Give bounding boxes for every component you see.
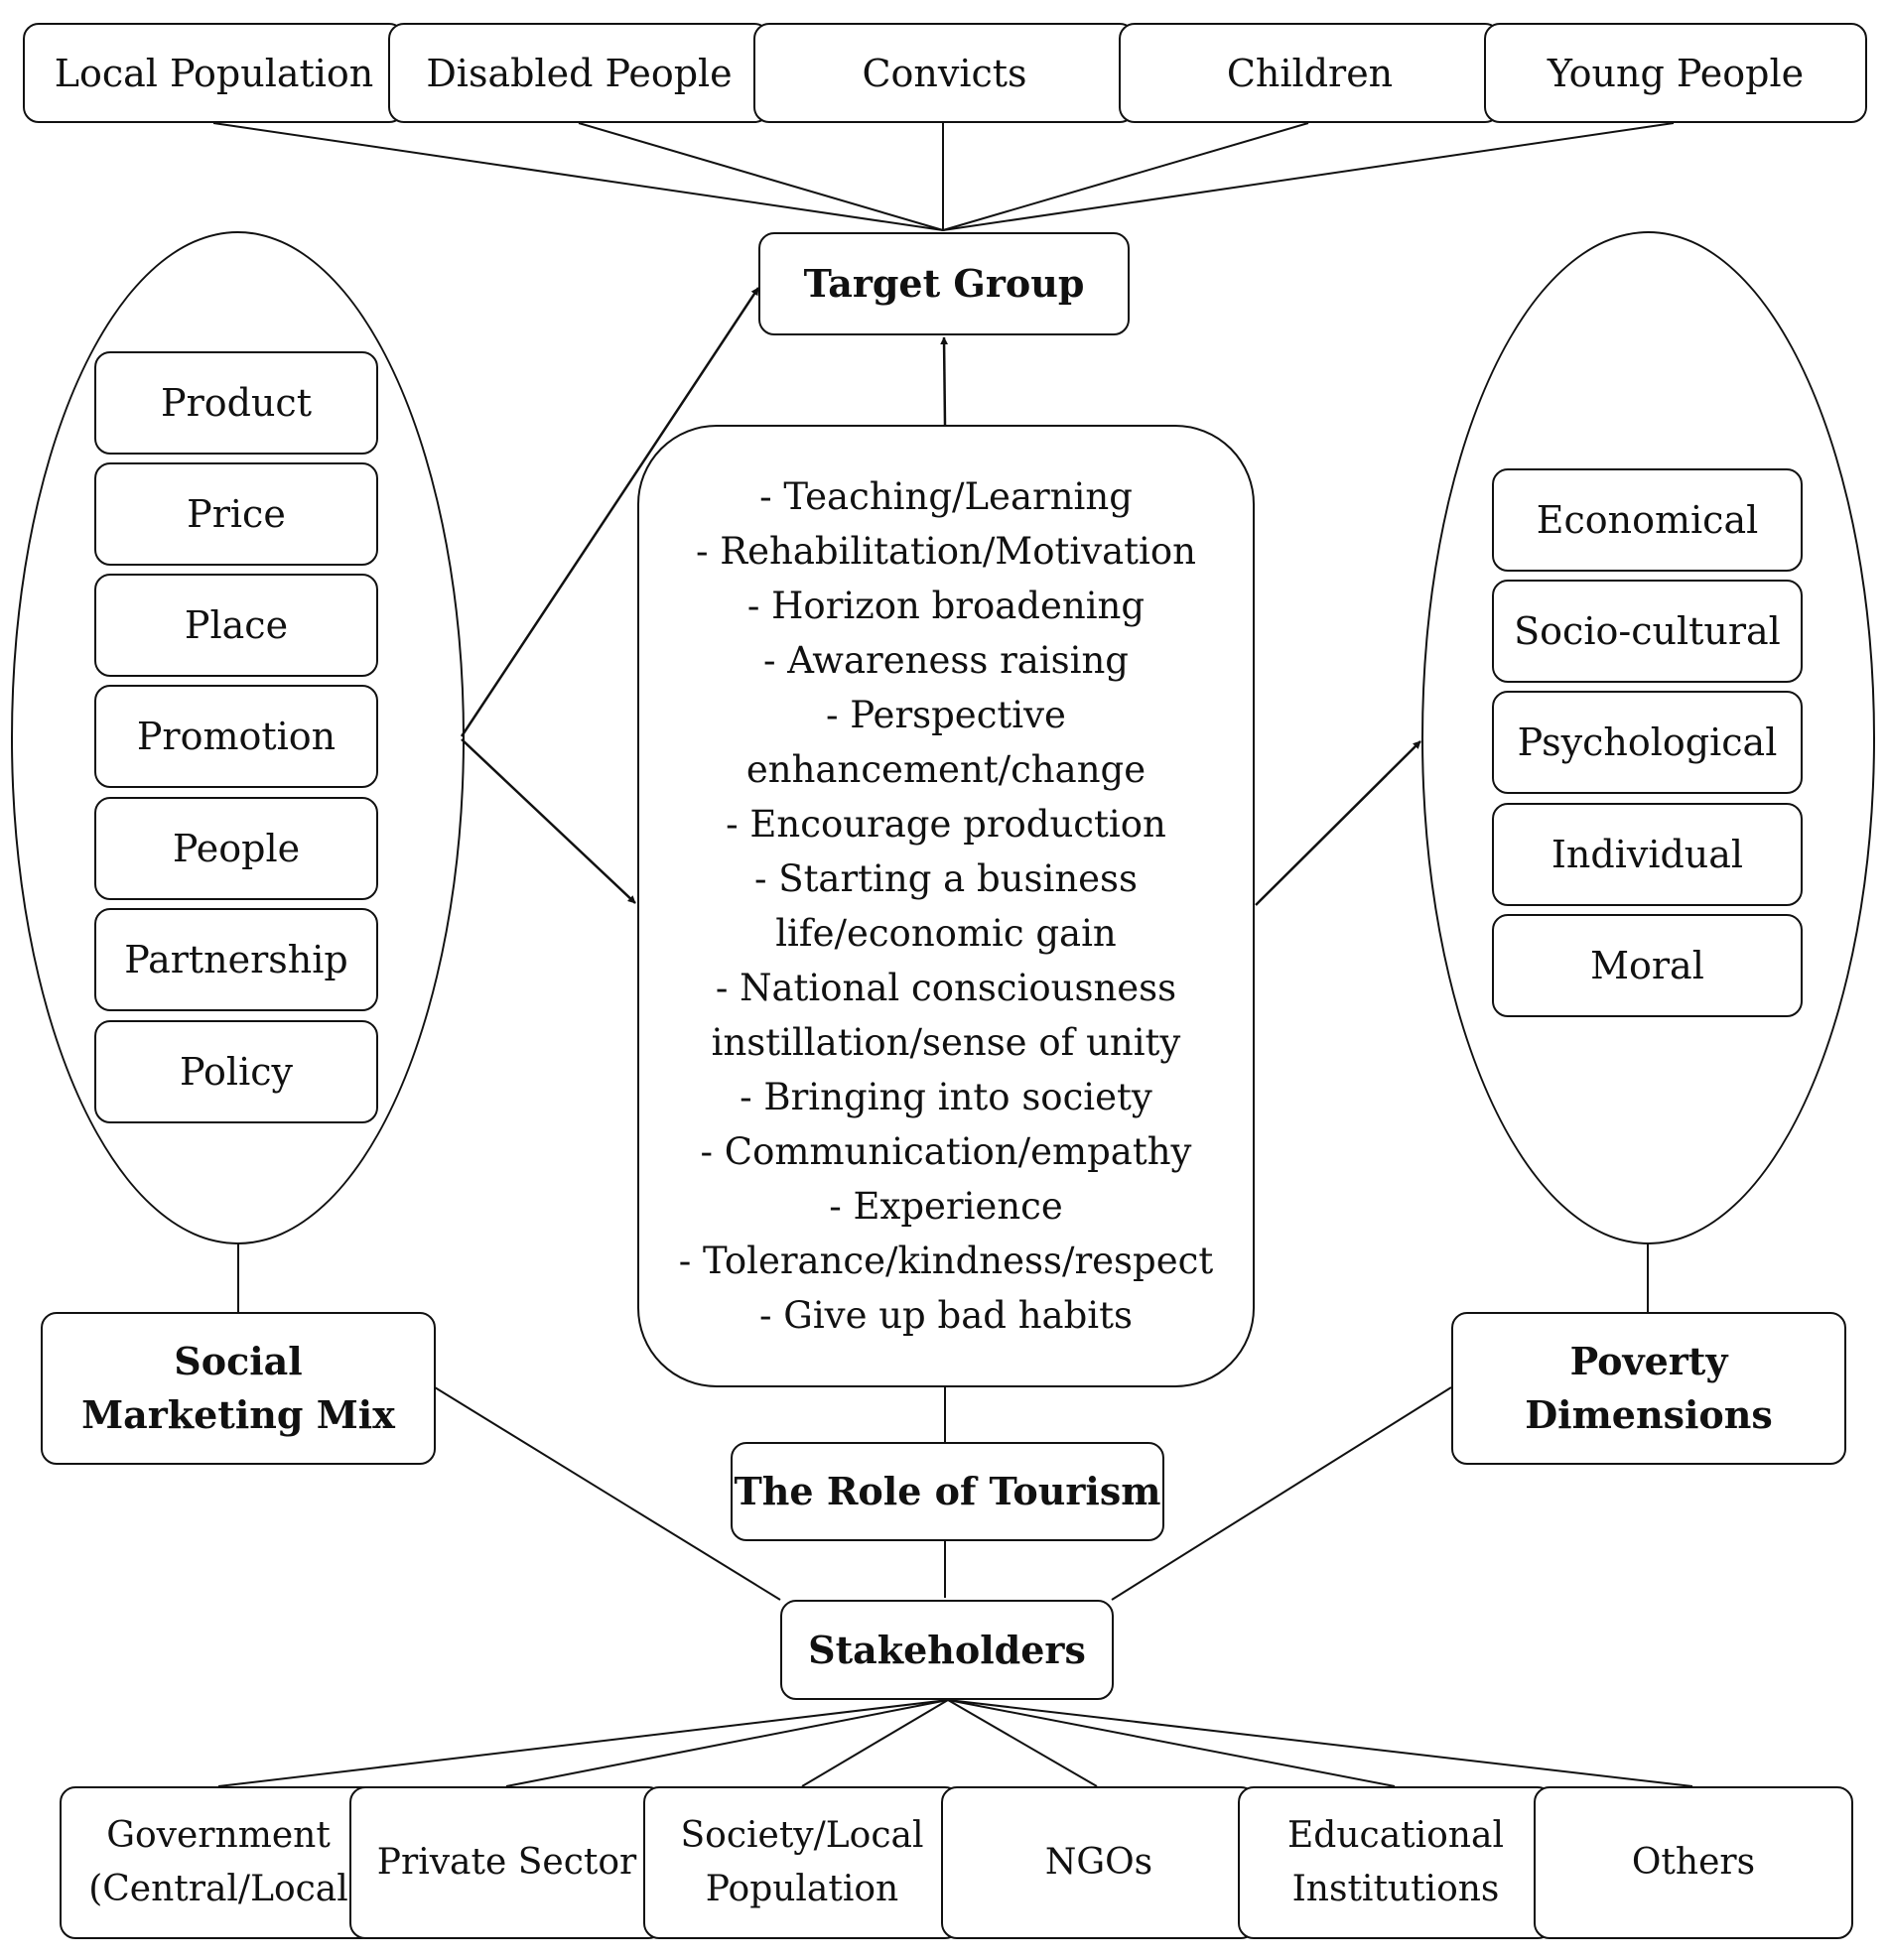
mix-item-policy: Policy [94,1020,378,1123]
effect-line: instillation/sense of unity [711,1021,1181,1064]
effect-line: - Starting a business [753,857,1139,900]
stakeholder-ngos: NGOs [941,1786,1257,1939]
mix-item-promotion: Promotion [94,685,378,788]
connector-children [942,122,1309,231]
poverty-dimensions-box: Poverty Dimensions [1451,1312,1846,1465]
effect-line: - Awareness raising [762,639,1129,682]
effect-line: - Experience [829,1185,1063,1228]
effect-line: enhancement/change [745,748,1146,791]
connector-government [217,1699,949,1787]
arrow-mix-to-target-group [460,287,760,737]
mix-item-place: Place [94,574,378,677]
target-group-children: Children [1119,23,1501,123]
effect-line: - Horizon broadening [746,585,1146,627]
target-group-local-population: Local Population [23,23,405,123]
poverty-item-moral: Moral [1492,914,1803,1017]
effect-line: - Tolerance/kindness/respect [678,1240,1214,1282]
connector-local-population [212,122,944,231]
stakeholder-government: Government (Central/Local [60,1786,377,1939]
role-of-tourism-box: The Role of Tourism [731,1442,1164,1541]
poverty-item-economical: Economical [1492,468,1803,572]
stakeholder-educational-institutions: Educational Institutions [1238,1786,1553,1939]
effect-line: - Bringing into society [740,1076,1152,1118]
tourism-effects-list: - Teaching/Learning - Rehabilitation/Mot… [679,469,1213,1343]
arrow-effects-to-target-group [940,336,949,426]
connector-others [947,1699,1693,1787]
mix-item-product: Product [94,351,378,455]
connector-ngos [947,1699,1098,1787]
poverty-item-individual: Individual [1492,803,1803,906]
effect-line: - Communication/empathy [700,1130,1192,1173]
connector-disabled-people [578,122,944,231]
effect-line: - Perspective [826,694,1066,736]
effect-line: - Give up bad habits [759,1294,1133,1337]
tourism-effects-box: - Teaching/Learning - Rehabilitation/Mot… [637,425,1255,1387]
stakeholder-others: Others [1534,1786,1853,1939]
effect-line: - National consciousness [715,967,1177,1009]
social-marketing-mix-box: Social Marketing Mix [41,1312,436,1465]
stakeholder-private-sector: Private Sector [349,1786,664,1939]
connector-young-people [942,122,1675,231]
connector-private-sector [505,1699,949,1787]
mix-item-partnership: Partnership [94,908,378,1011]
poverty-dimensions-ellipse [1421,231,1875,1244]
poverty-item-psychological: Psychological [1492,691,1803,794]
mix-item-people: People [94,797,378,900]
stakeholders-box: Stakeholders [780,1600,1114,1700]
mix-item-price: Price [94,462,378,566]
effect-line: life/economic gain [775,912,1117,955]
effect-line: - Encourage production [726,803,1166,846]
connector-society [801,1699,949,1787]
connector-stakeholders-to-mix [434,1386,781,1601]
connector-educational [947,1699,1396,1787]
effect-line: - Teaching/Learning [759,475,1133,518]
target-group-disabled-people: Disabled People [388,23,770,123]
effect-line: - Rehabilitation/Motivation [696,530,1196,573]
poverty-item-socio-cultural: Socio-cultural [1492,580,1803,683]
social-marketing-mix-ellipse [11,231,465,1244]
arrow-effects-to-poverty [1255,740,1421,906]
connector-stakeholders-to-poverty [1111,1386,1452,1601]
target-group-convicts: Convicts [753,23,1136,123]
target-group-box: Target Group [758,232,1130,335]
arrow-mix-to-tourism-effects [461,738,636,904]
stakeholder-society-local-population: Society/Local Population [643,1786,961,1939]
target-group-young-people: Young People [1484,23,1867,123]
